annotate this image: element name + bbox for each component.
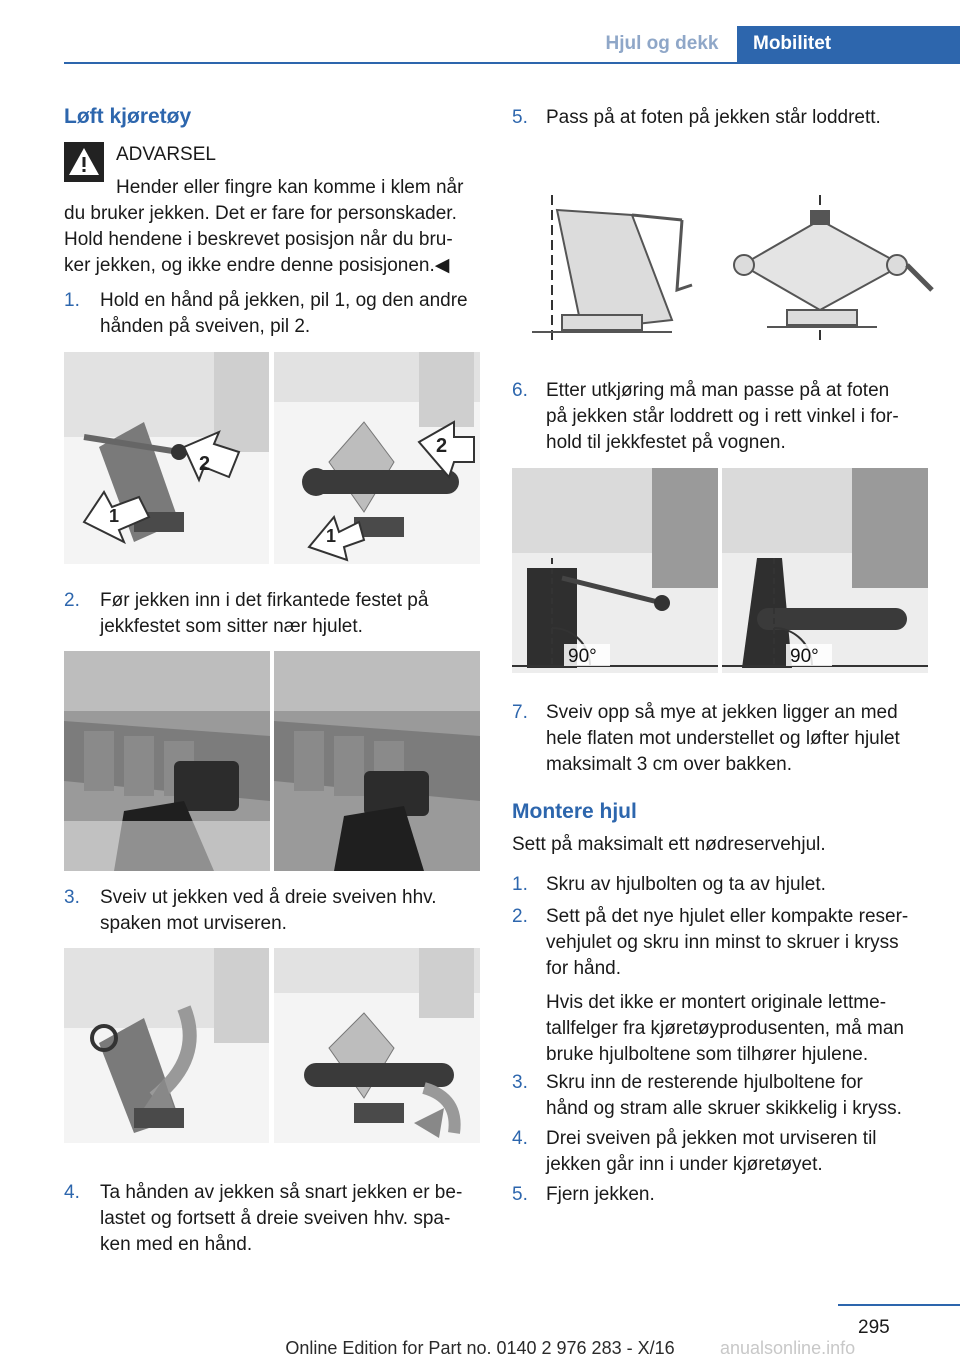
- step-text: Sett på det nye hjulet eller kompakte re…: [546, 906, 909, 927]
- step-number: 3.: [512, 1072, 528, 1093]
- step-text: jekkfestet som sitter nær hjulet.: [100, 616, 363, 637]
- step-text: Før jekken inn i det firkantede festet p…: [100, 590, 429, 611]
- warning-text: Hender eller fingre kan komme i klem når: [116, 177, 464, 198]
- tab-section[interactable]: Hjul og dekk: [605, 33, 719, 54]
- step-number: 2.: [512, 906, 528, 927]
- crank-jack-figure: [64, 948, 480, 1143]
- step-number: 5.: [512, 107, 528, 128]
- step-number: 7.: [512, 702, 528, 723]
- step-text: Ta hånden av jekken så snart jekken er b…: [100, 1182, 463, 1203]
- step-text: Skru av hjulbolten og ta av hjulet.: [546, 874, 826, 895]
- step-number: 3.: [64, 887, 80, 908]
- intro-text: Sett på maksimalt ett nødreservehjul.: [512, 834, 826, 855]
- warning-text: du bruker jekken. Det er fare for person…: [64, 203, 457, 224]
- page-number: 295: [858, 1317, 890, 1338]
- section-heading: Montere hjul: [512, 800, 637, 823]
- footer-edition: Online Edition for Part no. 0140 2 976 2…: [285, 1338, 675, 1358]
- step-text: på jekken står loddrett og i rett vinkel…: [546, 406, 899, 427]
- arrow-label: 1: [326, 526, 336, 546]
- step-number: 5.: [512, 1184, 528, 1205]
- warning-title: ADVARSEL: [116, 144, 216, 165]
- step-text: Sveiv ut jekken ved å dreie sveiven hhv.: [100, 887, 437, 908]
- step-text: Fjern jekken.: [546, 1184, 655, 1205]
- watermark: anualsonline.info: [720, 1338, 856, 1358]
- tab-chapter[interactable]: Mobilitet: [737, 26, 960, 62]
- section-heading: Løft kjøretøy: [64, 105, 192, 128]
- step-text: maksimalt 3 cm over bakken.: [546, 754, 793, 775]
- warning-text: ker jekken, og ikke endre denne posisjon…: [64, 255, 450, 276]
- jack-hand-position-figure: 2 1 2 1: [64, 352, 480, 564]
- jack-mount-point-figure: [64, 651, 480, 871]
- angle-label: 90°: [568, 646, 597, 667]
- warning-icon: [64, 142, 104, 182]
- step-text: for hånd.: [546, 958, 621, 979]
- step-number: 4.: [512, 1128, 528, 1149]
- jack-vertical-diagram: [512, 180, 960, 350]
- step-text: Sveiv opp så mye at jekken ligger an med: [546, 702, 898, 723]
- step-number: 1.: [512, 874, 528, 895]
- step-text: jekken går inn i under kjøretøyet.: [546, 1154, 823, 1175]
- footer-rule: [838, 1304, 960, 1306]
- arrow-label: 2: [199, 453, 210, 475]
- step-number: 4.: [64, 1182, 80, 1203]
- step-number: 2.: [64, 590, 80, 611]
- step-number: 6.: [512, 380, 528, 401]
- arrow-label: 1: [109, 506, 119, 526]
- step-text: lastet og fortsett å dreie sveiven hhv. …: [100, 1208, 451, 1229]
- step-text: vehjulet og skru inn minst to skruer i k…: [546, 932, 899, 953]
- step-text: spaken mot urviseren.: [100, 913, 287, 934]
- step-text: Hold en hånd på jekken, pil 1, og den an…: [100, 290, 468, 311]
- jack-angle-figure: 90° 90°: [512, 468, 928, 673]
- step-text: Etter utkjøring må man passe på at foten: [546, 380, 890, 401]
- step-text: hånd og stram alle skruer skikkelig i kr…: [546, 1098, 902, 1119]
- angle-label: 90°: [790, 646, 819, 667]
- warning-text: Hold hendene i beskrevet posisjon når du…: [64, 229, 453, 250]
- step-number: 1.: [64, 290, 80, 311]
- step-note: bruke hjulboltene som tilhører hjulene.: [546, 1044, 869, 1065]
- step-text: Drei sveiven på jekken mot urviseren til: [546, 1128, 877, 1149]
- step-text: Skru inn de resterende hjulboltene for: [546, 1072, 863, 1093]
- step-text: hold til jekkfestet på vognen.: [546, 432, 786, 453]
- header-rule: [64, 62, 960, 64]
- arrow-label: 2: [436, 435, 447, 457]
- step-note: Hvis det ikke er montert originale lettm…: [546, 992, 887, 1013]
- step-text: hånden på sveiven, pil 2.: [100, 316, 311, 337]
- step-text: Pass på at foten på jekken står loddrett…: [546, 107, 881, 128]
- step-text: hele flaten mot understellet og løfter h…: [546, 728, 900, 749]
- step-text: ken med en hånd.: [100, 1234, 253, 1255]
- step-note: tallfelger fra kjøretøyprodusenten, må m…: [546, 1018, 904, 1039]
